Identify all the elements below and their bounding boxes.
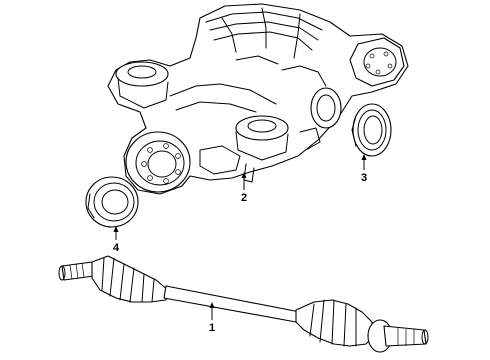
leader-line-2 xyxy=(241,172,247,190)
callout-2: 2 xyxy=(241,192,247,204)
callout-3: 3 xyxy=(361,172,367,184)
axle-shaft-part-1 xyxy=(58,255,429,353)
seal-part-4 xyxy=(85,176,139,228)
leader-line-4 xyxy=(113,226,119,240)
differential-housing xyxy=(107,3,409,195)
leader-line-1 xyxy=(209,302,215,320)
seal-part-3 xyxy=(351,103,392,157)
leader-line-3 xyxy=(361,154,367,170)
callout-4: 4 xyxy=(113,242,120,254)
callout-1: 1 xyxy=(209,322,215,334)
